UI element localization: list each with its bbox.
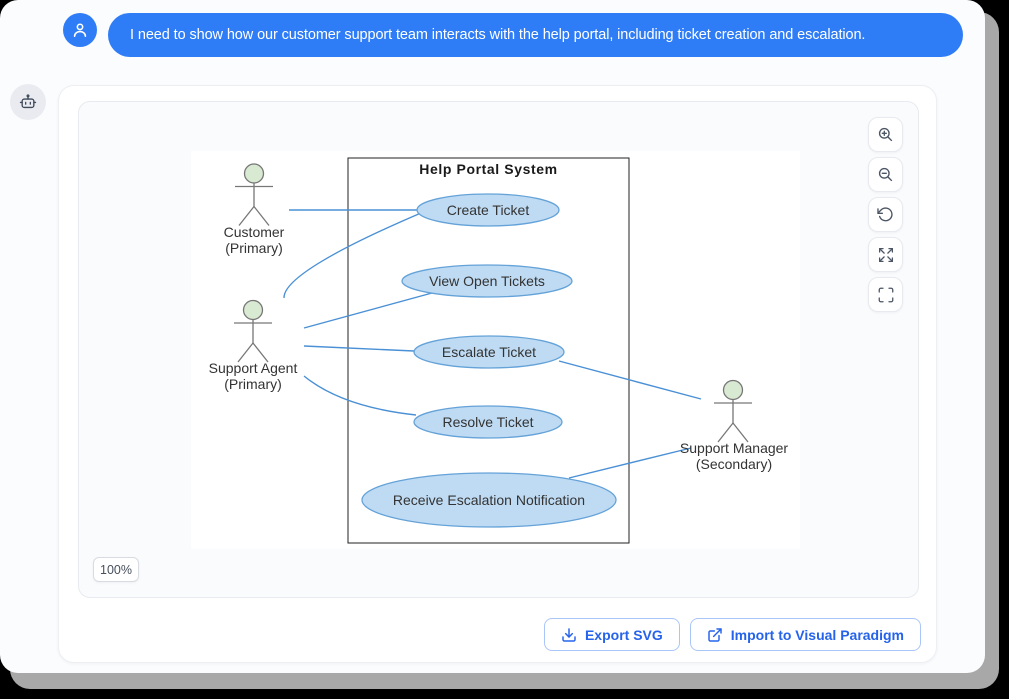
connector-escalate-ticket-support-manager bbox=[558, 360, 702, 400]
zoom-out-button[interactable] bbox=[868, 157, 903, 192]
export-svg-button[interactable]: Export SVG bbox=[543, 618, 680, 651]
robot-icon bbox=[18, 92, 38, 112]
diagram-canvas[interactable]: Help Portal System Create T bbox=[191, 151, 800, 549]
external-link-icon bbox=[707, 627, 723, 643]
zoom-in-button[interactable] bbox=[868, 117, 903, 152]
system-boundary-title: Help Portal System bbox=[419, 161, 557, 177]
import-to-visual-paradigm-label: Import to Visual Paradigm bbox=[730, 626, 904, 643]
zoom-out-icon bbox=[876, 165, 895, 184]
actor-support-manager-name: Support Manager bbox=[680, 440, 789, 456]
import-to-visual-paradigm-button[interactable]: Import to Visual Paradigm bbox=[689, 618, 921, 651]
system-boundary-box bbox=[347, 157, 630, 544]
use-cases: Create Ticket View Open Tickets Escalate… bbox=[361, 193, 617, 528]
usecase-resolve-ticket-label: Resolve Ticket bbox=[442, 414, 533, 430]
usecase-receive-escalation-notification bbox=[361, 472, 617, 528]
zoom-level-badge: 100% bbox=[93, 557, 139, 582]
connector-support-agent-create-ticket bbox=[283, 212, 422, 299]
actions-row: Export SVG Import to Visual Paradigm bbox=[59, 618, 936, 651]
connector-support-agent-view-open-tickets bbox=[303, 289, 444, 329]
reset-view-button[interactable] bbox=[868, 197, 903, 232]
usecase-create-ticket-label: Create Ticket bbox=[447, 202, 530, 218]
actor-head bbox=[722, 379, 744, 401]
actor-support-agent-name: Support Agent bbox=[209, 360, 298, 376]
person-icon bbox=[70, 20, 90, 40]
connector-support-agent-escalate-ticket bbox=[303, 345, 415, 352]
export-svg-label: Export SVG bbox=[584, 626, 663, 643]
connector-support-agent-resolve-ticket bbox=[303, 375, 417, 416]
usecase-create-ticket bbox=[416, 193, 560, 227]
actor-customer: Customer (Primary) bbox=[224, 163, 285, 256]
usecase-view-open-tickets bbox=[401, 264, 573, 298]
connectors bbox=[283, 209, 702, 479]
assistant-avatar bbox=[10, 84, 46, 120]
connector-receive-notification-support-manager bbox=[568, 447, 692, 479]
view-controls bbox=[868, 117, 903, 312]
usecase-view-open-tickets-label: View Open Tickets bbox=[429, 273, 545, 289]
usecase-escalate-ticket bbox=[413, 335, 565, 369]
reset-view-icon bbox=[876, 205, 895, 224]
usecase-diagram: Help Portal System Create T bbox=[209, 157, 789, 544]
fullscreen-icon bbox=[877, 286, 895, 304]
user-message-text: I need to show how our customer support … bbox=[130, 27, 866, 43]
app-window: I need to show how our customer support … bbox=[0, 0, 985, 673]
usecase-escalate-ticket-label: Escalate Ticket bbox=[442, 344, 536, 360]
diagram-viewer-panel: Help Portal System Create T bbox=[78, 101, 919, 598]
zoom-level-text: 100% bbox=[100, 562, 132, 577]
actor-customer-name: Customer bbox=[224, 224, 285, 240]
actor-customer-role: (Primary) bbox=[225, 240, 283, 256]
actor-head bbox=[242, 299, 264, 321]
response-card: Help Portal System Create T bbox=[58, 85, 937, 663]
expand-icon bbox=[877, 246, 895, 264]
actor-support-manager-role: (Secondary) bbox=[696, 456, 772, 472]
user-message-bubble: I need to show how our customer support … bbox=[108, 13, 963, 57]
actor-head bbox=[243, 163, 265, 184]
usecase-resolve-ticket bbox=[413, 405, 563, 439]
actor-support-agent-role: (Primary) bbox=[224, 376, 282, 392]
fullscreen-button[interactable] bbox=[868, 277, 903, 312]
expand-button[interactable] bbox=[868, 237, 903, 272]
actor-support-manager: Support Manager (Secondary) bbox=[680, 379, 789, 472]
zoom-in-icon bbox=[876, 125, 895, 144]
download-icon bbox=[561, 627, 577, 643]
actor-support-agent: Support Agent (Primary) bbox=[209, 299, 298, 392]
usecase-receive-escalation-notification-label: Receive Escalation Notification bbox=[393, 492, 585, 508]
user-avatar bbox=[63, 13, 97, 47]
